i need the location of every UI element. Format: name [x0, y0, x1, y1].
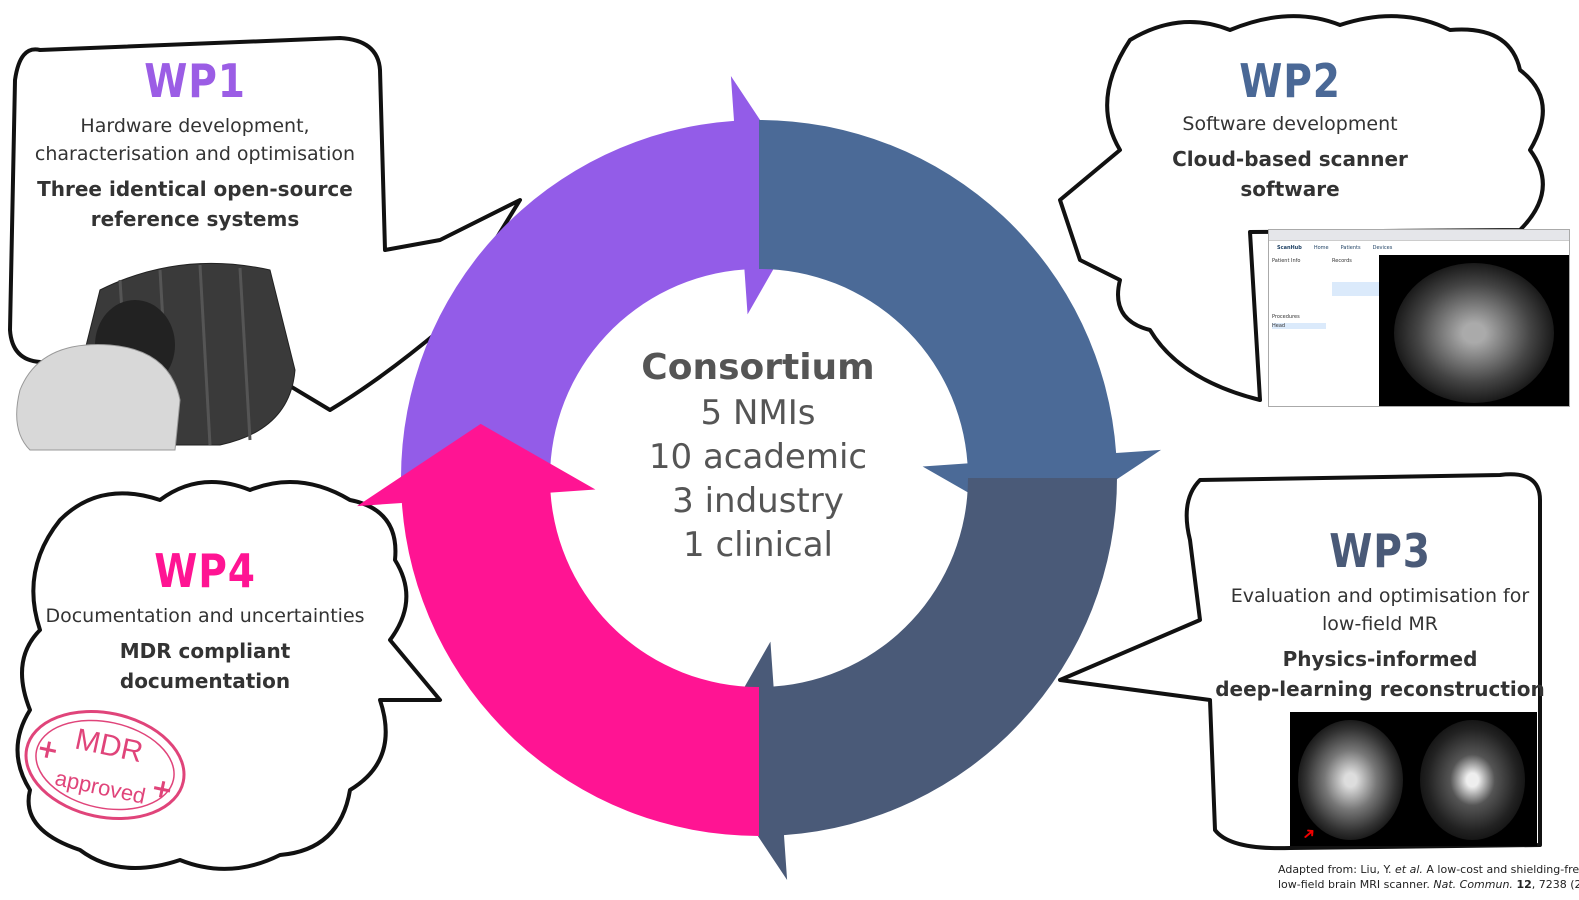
- nav-devices: Devices: [1372, 245, 1393, 251]
- wp4-label: WP4: [154, 544, 256, 598]
- wp3-highlight-2: deep-learning reconstruction: [1215, 677, 1545, 701]
- scanhub-screenshot: ScanHub Home Patients Devices Patient In…: [1268, 229, 1570, 407]
- blue-arrow-segment: [759, 120, 1162, 533]
- wp3-subtitle-2: low-field MR: [1322, 613, 1438, 635]
- brain-mri-image: [1379, 255, 1569, 406]
- wp3-highlight-1: Physics-informed: [1282, 647, 1478, 671]
- wp1-subtitle-2: characterisation and optimisation: [34, 143, 356, 165]
- wp1-highlight-2: reference systems: [90, 207, 300, 231]
- wp4-panel: WP4 Documentation and uncertainties MDR …: [40, 548, 370, 696]
- patient-info-label: Patient Info: [1272, 258, 1301, 264]
- consortium-title: Consortium: [641, 347, 875, 388]
- wp4-thought-bubble: [15, 480, 442, 871]
- wp4-subtitle: Documentation and uncertainties: [45, 605, 365, 627]
- wp2-panel: WP2 Software development Cloud-based sca…: [1150, 58, 1430, 204]
- nav-patients: Patients: [1340, 245, 1361, 251]
- wp3-subtitle-1: Evaluation and optimisation for: [1230, 585, 1530, 607]
- slate-arrow-segment: [704, 478, 1117, 881]
- procedures-label: Procedures: [1272, 314, 1300, 320]
- wp4-highlight-1: MDR compliant: [119, 639, 291, 663]
- wp1-label: WP1: [144, 54, 246, 108]
- app-name: ScanHub: [1277, 245, 1302, 251]
- wp1-subtitle-1: Hardware development,: [80, 115, 310, 137]
- wp2-thought-bubble: [1058, 14, 1545, 402]
- consortium-academic: 10 academic: [648, 437, 868, 477]
- wp2-subtitle: Software development: [1182, 113, 1398, 135]
- consortium-industry: 3 industry: [672, 481, 844, 521]
- wp2-highlight-2: software: [1240, 177, 1340, 201]
- mri-scanner-image: [16, 262, 296, 451]
- brain-reconstruction-images: ➜: [1290, 712, 1537, 846]
- consortium-nmis: 5 NMIs: [700, 393, 816, 433]
- wp4-highlight-2: documentation: [119, 669, 291, 693]
- records-label: Records: [1332, 258, 1352, 264]
- wp3-panel: WP3 Evaluation and optimisation for low-…: [1215, 528, 1545, 704]
- wp2-highlight-1: Cloud-based scanner: [1172, 147, 1408, 171]
- wp2-label: WP2: [1239, 54, 1341, 108]
- consortium-summary: Consortium 5 NMIs 10 academic 3 industry…: [600, 345, 916, 567]
- procedure-item: Head: [1272, 323, 1326, 329]
- consortium-clinical: 1 clinical: [683, 525, 833, 565]
- wp3-label: WP3: [1329, 524, 1431, 578]
- cycle-ring: [356, 75, 1162, 881]
- citation: Adapted from: Liu, Y. et al. A low-cost …: [1278, 863, 1579, 891]
- purple-arrow-segment: [401, 75, 814, 478]
- pink-arrow-segment: [356, 423, 759, 836]
- wp1-highlight-1: Three identical open-source: [37, 177, 353, 201]
- nav-home: Home: [1313, 245, 1329, 251]
- wp1-panel: WP1 Hardware development, characterisati…: [15, 58, 375, 234]
